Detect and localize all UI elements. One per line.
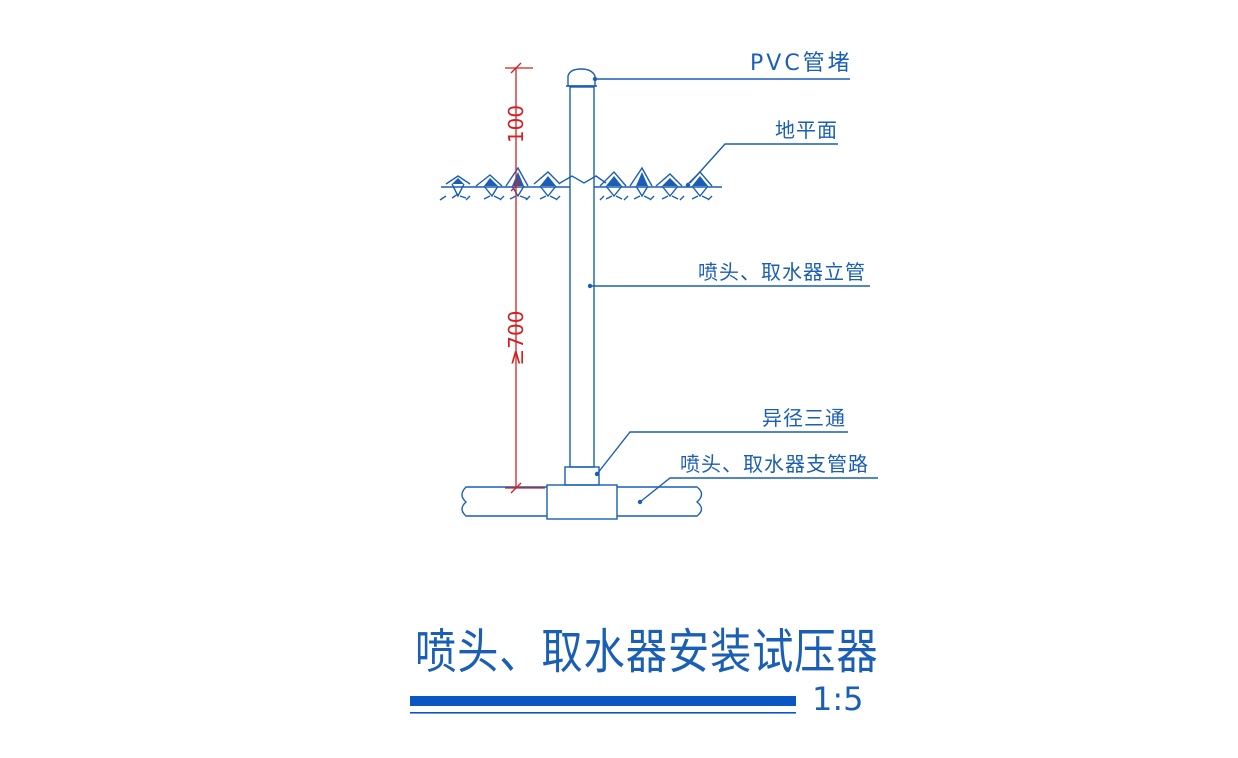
label-riser: 喷头、取水器立管 xyxy=(698,260,866,284)
label-ground: 地平面 xyxy=(775,118,838,142)
branch-pipe-left xyxy=(461,486,547,517)
branch-pipe-right xyxy=(617,486,703,517)
ground-surface xyxy=(439,166,722,201)
reducing-tee-neck xyxy=(564,466,600,486)
label-pvc-cap: PVC管堵 xyxy=(750,51,853,76)
pvc-cap xyxy=(567,68,596,87)
drawing-scale: 1:5 xyxy=(812,680,864,718)
dimension-bottom: ≥700 xyxy=(504,310,528,366)
leader-branch-pipe xyxy=(639,477,878,503)
dimension-top: 100 xyxy=(504,104,528,144)
label-reducing-tee: 异径三通 xyxy=(762,406,846,430)
title-bar-thin xyxy=(410,712,796,714)
leader-reducing-tee xyxy=(596,431,848,475)
riser-pipe xyxy=(569,86,595,468)
reducing-tee-body xyxy=(546,484,618,520)
title-bar-thick xyxy=(410,696,796,706)
leader-ground xyxy=(689,143,838,184)
label-branch-pipe: 喷头、取水器支管路 xyxy=(680,452,869,476)
drawing-title: 喷头、取水器安装试压器 xyxy=(415,624,879,680)
